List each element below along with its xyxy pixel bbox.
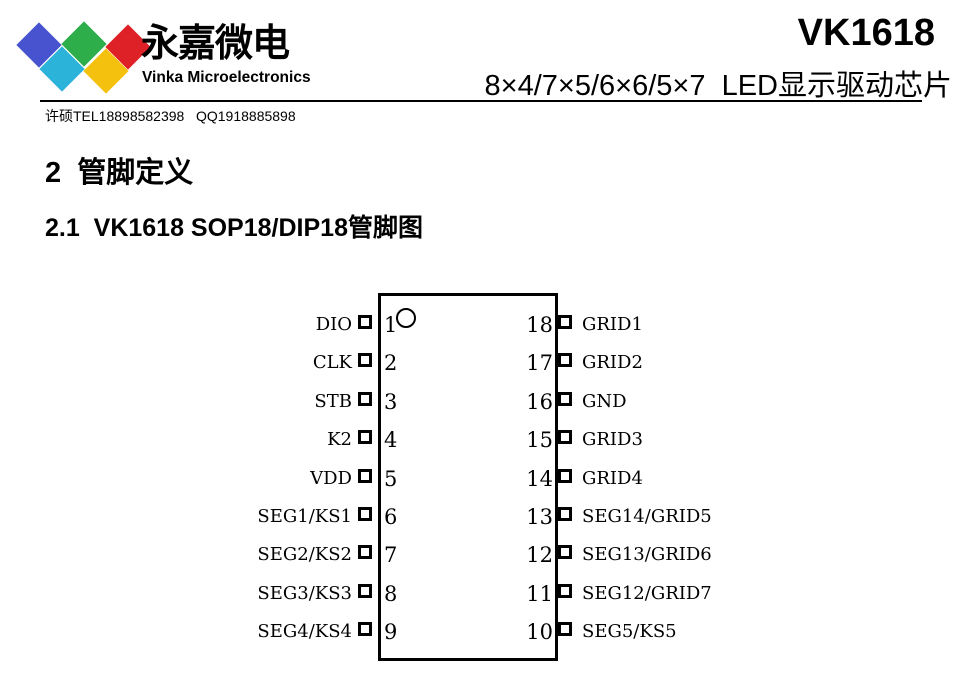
pin-box-right [558,507,572,521]
pin-number-right: 18 [526,313,553,337]
pin-number-left: 8 [384,582,398,606]
pin-right-label: GND [582,391,627,412]
pin-number-left: 2 [384,351,398,375]
pin-row: SEG1/KS1 6 13 SEG14/GRID5 [230,505,750,529]
pin-right-label: GRID2 [582,352,643,373]
contact-info: 许硕TEL18898582398 QQ1918885898 [45,108,296,124]
pin-box-right [558,430,572,444]
pin-number-left: 5 [384,467,398,491]
chip-body [378,293,558,661]
pin-row: VDD 5 14 GRID4 [230,467,750,491]
pin-number-right: 13 [526,505,553,529]
pin-left-label: CLK [312,352,352,373]
pin-number-right: 15 [526,428,553,452]
pin-number-left: 1 [384,313,398,337]
pin-box-left [358,353,372,367]
pin-right-label: SEG12/GRID7 [582,583,712,604]
pin-number-right: 12 [526,543,553,567]
pin-number-left: 3 [384,390,398,414]
pin-box-left [358,430,372,444]
pinout-diagram: DIO 1 18 GRID1 CLK 2 17 GRID2 STB 3 16 G… [230,293,750,661]
pin-right-label: SEG13/GRID6 [582,544,712,565]
chip-description-subtitle: 8×4/7×5/6×6/5×7 LED显示驱动芯片 [484,70,952,102]
pin-number-right: 17 [526,351,553,375]
pin-row: CLK 2 17 GRID2 [230,351,750,375]
pin-row: K2 4 15 GRID3 [230,428,750,452]
pin-box-left [358,392,372,406]
pin-right-label: SEG14/GRID5 [582,506,712,527]
pin-number-left: 4 [384,428,398,452]
pin-box-left [358,507,372,521]
pin-left-label: STB [314,391,352,412]
pin-box-right [558,315,572,329]
pin-left-label: DIO [315,314,352,335]
section-heading: 2 管脚定义 [45,157,194,189]
pin-left-label: SEG1/KS1 [257,506,352,527]
pin-box-right [558,392,572,406]
pin-right-label: GRID3 [582,429,643,450]
pin-right-label: GRID4 [582,468,643,489]
pin-number-left: 9 [384,620,398,644]
pin-number-right: 11 [526,582,553,606]
pin-left-label: SEG2/KS2 [257,544,352,565]
pin-right-label: SEG5/KS5 [582,621,677,642]
pin-number-right: 10 [526,620,553,644]
pin-box-left [358,469,372,483]
pin-right-label: GRID1 [582,314,643,335]
part-number-title: VK1618 [797,12,935,54]
brand-name-chinese: 永嘉微电 [141,23,290,65]
pin-left-label: SEG3/KS3 [257,583,352,604]
pin-number-right: 16 [526,390,553,414]
pin-box-left [358,545,372,559]
pin-box-right [558,353,572,367]
pin-row: SEG4/KS4 9 10 SEG5/KS5 [230,620,750,644]
pin-box-right [558,622,572,636]
pin-number-right: 14 [526,467,553,491]
pin-row: SEG2/KS2 7 12 SEG13/GRID6 [230,543,750,567]
pin-box-left [358,622,372,636]
pin-box-right [558,469,572,483]
pin-number-left: 6 [384,505,398,529]
brand-name-english: Vinka Microelectronics [142,69,311,86]
pin-box-right [558,545,572,559]
pin-left-label: K2 [327,429,352,450]
pin-left-label: VDD [310,468,352,489]
pin1-marker-circle [396,308,416,328]
pin-box-right [558,584,572,598]
pin-row: STB 3 16 GND [230,390,750,414]
pin-number-left: 7 [384,543,398,567]
pin-box-left [358,584,372,598]
pin-left-label: SEG4/KS4 [257,621,352,642]
pin-row: SEG3/KS3 8 11 SEG12/GRID7 [230,582,750,606]
pin-box-left [358,315,372,329]
header-divider [40,100,922,102]
subsection-heading: 2.1 VK1618 SOP18/DIP18管脚图 [45,214,423,242]
pin-row: DIO 1 18 GRID1 [230,313,750,337]
